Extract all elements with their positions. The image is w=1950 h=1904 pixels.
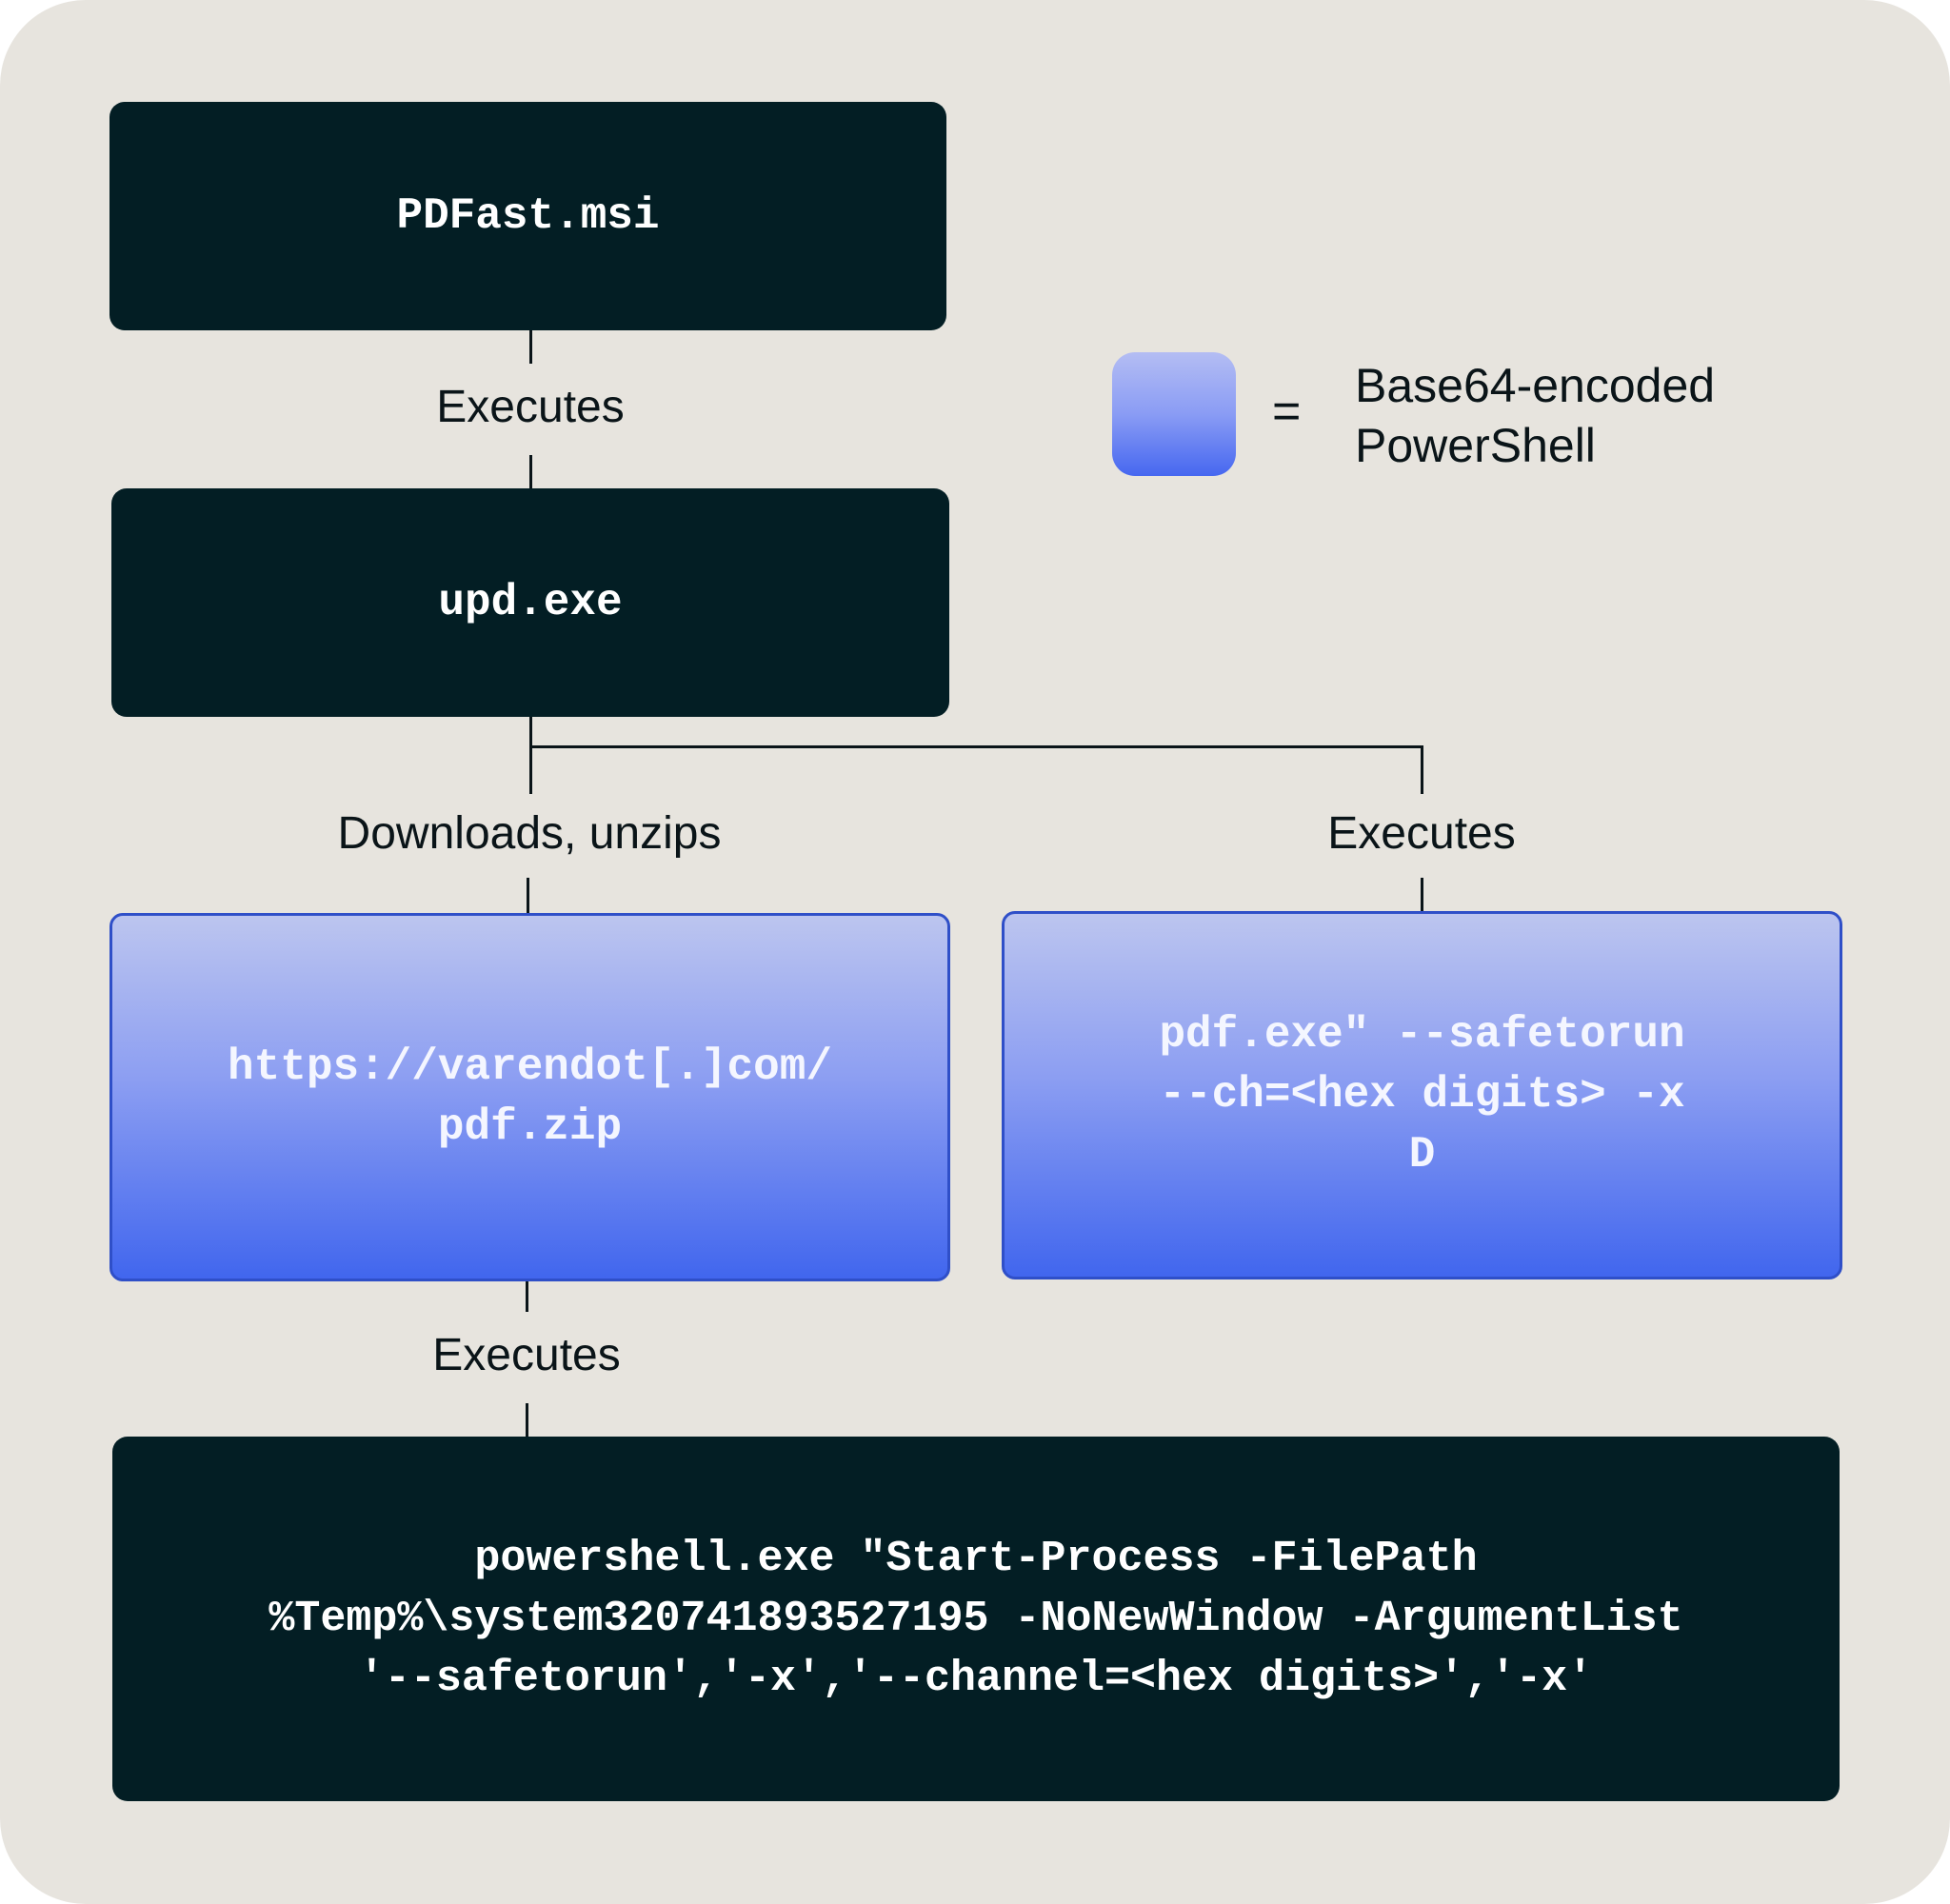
edge-label-executes-1: Executes: [436, 382, 625, 432]
node-varendot-zip: https://varendot[.]com/ pdf.zip: [109, 913, 950, 1281]
edge-label-executes-3: Executes: [432, 1330, 621, 1380]
node-upd-exe: upd.exe: [111, 488, 949, 717]
edge-label-executes-2: Executes: [1327, 808, 1516, 859]
node-powershell-command: powershell.exe "Start-Process -FilePath …: [112, 1437, 1840, 1801]
legend-label: Base64-encoded PowerShell: [1355, 359, 1716, 472]
node-pdfast-msi: PDFast.msi: [109, 102, 946, 330]
connector-upd-trunk: [529, 716, 532, 794]
connector-branch-right-top: [1421, 745, 1423, 794]
connector-msi-upd-bottom: [529, 455, 532, 489]
connector-upd-branch: [529, 745, 1423, 748]
connector-zip-top: [527, 878, 529, 914]
node-pdf-exe: pdf.exe" --safetorun --ch=<hex digits> -…: [1002, 911, 1842, 1279]
connector-pdfexe-top: [1421, 878, 1423, 912]
edge-label-downloads-unzips: Downloads, unzips: [337, 808, 722, 859]
connector-zip-ps-top: [526, 1281, 528, 1312]
legend-equals: =: [1272, 384, 1302, 439]
connector-msi-upd-top: [529, 329, 532, 364]
connector-zip-ps-bottom: [526, 1403, 528, 1438]
legend-swatch: [1112, 352, 1236, 476]
